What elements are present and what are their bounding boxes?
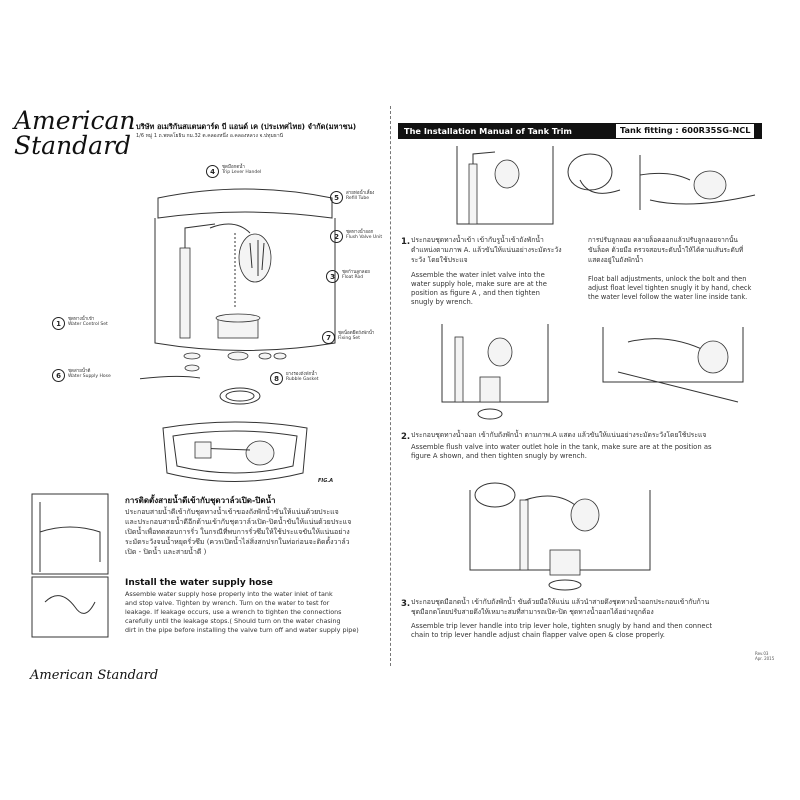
page-divider xyxy=(390,106,391,666)
part-number: 3 xyxy=(326,270,339,283)
step2-illustration xyxy=(441,324,549,420)
english-line: Assemble trip lever handle into trip lev… xyxy=(411,622,712,630)
part-callout-fixing-set: 7 ชุดน็อตยึดถังพักน้ำ Fixing Set xyxy=(322,331,374,344)
english-line: chain to trip lever handle adjust chain … xyxy=(411,631,665,639)
part-number: 7 xyxy=(322,331,335,344)
english-line: leakage. If leakage occurs, use a wrench… xyxy=(125,608,342,616)
part-name-english: Water Control Set xyxy=(68,322,108,327)
part-name-thai: ชุดสายน้ำดี xyxy=(68,369,91,374)
figure-a-top-view xyxy=(162,421,308,482)
part-name-thai: ชุดทางน้ำเข้า xyxy=(68,317,95,322)
thai-line: และประกอบสายน้ำดีอีกด้านเข้ากับชุดวาล์วเ… xyxy=(125,518,352,526)
hose-install-illustrations xyxy=(31,493,109,638)
tank-exploded-diagram xyxy=(140,188,336,405)
part-callout-refill-tube: 5 สายท่อน้ำเลี้ยง Refill Tube xyxy=(330,191,374,204)
footer-brand-logo: American Standard xyxy=(30,668,159,683)
brand-line1: American xyxy=(14,106,136,135)
english-line: water supply hole, make sure are at the xyxy=(411,280,547,288)
float-adjust-illustrations xyxy=(567,153,756,210)
brand-logo: American Standard xyxy=(14,108,136,158)
thai-line: ประกอบสายน้ำดีเข้ากับชุดทางน้ำเข้าของถัง… xyxy=(125,508,339,516)
english-line: snugly by wrench. xyxy=(411,298,473,306)
step1-illustration xyxy=(456,146,554,225)
part-callout-rubber-gasket: 8 ยางรองถังพักน้ำ Rubble Gasket xyxy=(270,372,319,385)
english-line: Assemble water supply hose properly into… xyxy=(125,590,333,598)
part-callout-trip-lever: 4 ชุดมือกดน้ำ Trip Lever Handel xyxy=(206,165,261,178)
step1-english: Assemble the water inlet valve into the … xyxy=(411,271,581,307)
part-name-english: Float Rod xyxy=(342,275,364,280)
part-name-english: Fixing Set xyxy=(338,336,360,341)
step2-english: Assemble flush valve into water outlet h… xyxy=(411,443,771,461)
thai-line: ประกอบชุดมือกดน้ำ เข้ากับถังพักน้ำ ขันด้… xyxy=(411,598,710,606)
step1-thai: ประกอบชุดทางน้ำเข้า เข้ากับรูน้ำเข้าถังพ… xyxy=(411,235,581,265)
part-name-thai: ยางรองถังพักน้ำ xyxy=(286,372,317,377)
part-name-english: Rubble Gasket xyxy=(286,377,319,382)
step3-english: Assemble trip lever handle into trip lev… xyxy=(411,622,771,640)
thai-line: ระมัดระวังจนน้ำหยุดรั่วซึม (ควรเปิดน้ำไล… xyxy=(125,538,350,546)
step2-detail-illustration xyxy=(602,327,744,403)
part-number: 4 xyxy=(206,165,219,178)
step3-number: 3. xyxy=(401,599,411,609)
part-name-thai: ชุดน็อตยึดถังพักน้ำ xyxy=(338,331,375,336)
part-name-english: Water Supply Hose xyxy=(68,374,111,379)
step2-number: 2. xyxy=(401,432,411,442)
part-number: 2 xyxy=(330,230,343,243)
float-adjust-thai: การปรับลูกลอย คลายล็อคออกแล้วปรับลูกลอยจ… xyxy=(588,235,768,265)
page-info: Rev.03 Apr. 2015 xyxy=(755,651,774,661)
hose-section-english-title: Install the water supply hose xyxy=(125,578,273,588)
part-name-english: Flush Valve Unit xyxy=(346,235,383,240)
english-line: adjust float level tighten snugly it by … xyxy=(588,284,752,292)
english-line: carefully until the leakage stops.( Shou… xyxy=(125,617,341,625)
part-number: 1 xyxy=(52,317,65,330)
thai-line: ประกอบชุดทางน้ำออก เข้ากับถังพักน้ำ ตามภ… xyxy=(411,431,707,439)
part-callout-flush-valve: 2 ชุดทางน้ำออก Flush Valve Unit xyxy=(330,230,382,243)
english-line: Assemble flush valve into water outlet h… xyxy=(411,443,712,451)
english-line: dirt in the pipe before installing the v… xyxy=(125,626,359,634)
english-line: the water level follow the water line in… xyxy=(588,293,748,301)
brand-line2: Standard xyxy=(14,131,132,160)
hose-section-english-body: Assemble water supply hose properly into… xyxy=(125,590,387,635)
english-line: position as figure A , and then tighten xyxy=(411,289,540,297)
part-name-thai: ชุดมือกดน้ำ xyxy=(222,165,245,170)
part-number: 6 xyxy=(52,369,65,382)
part-name-thai: ชุดก้านลูกลอย xyxy=(342,270,370,275)
english-line: figure A shown, and then tighten snugly … xyxy=(411,452,587,460)
figure-a-label: FIG.A xyxy=(318,478,334,484)
thai-line: การปรับลูกลอย คลายล็อคออกแล้วปรับลูกลอยจ… xyxy=(588,236,738,244)
company-name: บริษัท อเมริกันสแตนดาร์ด บี แอนด์ เค (ปร… xyxy=(136,122,357,131)
tank-fitting-model: Tank fitting : 600R35SG-NCL xyxy=(616,124,755,138)
part-name-thai: สายท่อน้ำเลี้ยง xyxy=(346,191,375,196)
float-adjust-english: Float ball adjustments, unlock the bolt … xyxy=(588,275,770,302)
step3-thai: ประกอบชุดมือกดน้ำ เข้ากับถังพักน้ำ ขันด้… xyxy=(411,597,771,617)
thai-line: เปิด - ปิดน้ำ และสายน้ำดี ) xyxy=(125,548,207,556)
thai-line: ระวัง โดยใช้ประแจ xyxy=(411,256,468,264)
thai-line: เปิดน้ำเพื่อทดสอบการรั่ว ในกรณีที่พบการร… xyxy=(125,528,350,536)
part-name-english: Refill Tube xyxy=(346,196,370,201)
english-line: and stop valve. Tighten by wrench. Turn … xyxy=(125,599,330,607)
thai-line: แสดงอยู่ในถังพักน้ำ xyxy=(588,256,644,264)
step2-thai: ประกอบชุดทางน้ำออก เข้ากับถังพักน้ำ ตามภ… xyxy=(411,430,771,440)
hose-section-thai-body: ประกอบสายน้ำดีเข้ากับชุดทางน้ำเข้าของถัง… xyxy=(125,507,387,557)
part-callout-supply-hose: 6 ชุดสายน้ำดี Water Supply Hose xyxy=(52,369,111,382)
company-address: 1/6 หมู่ 1 ถ.พหลโยธิน กม.32 ต.คลองหนึ่ง … xyxy=(136,133,284,139)
part-name-english: Trip Lever Handel xyxy=(222,170,262,175)
part-callout-water-control: 1 ชุดทางน้ำเข้า Water Control Set xyxy=(52,317,108,330)
part-callout-float-rod: 3 ชุดก้านลูกลอย Float Rod xyxy=(326,270,370,283)
revision: Rev.03 xyxy=(755,651,769,656)
thai-line: ชุดมือกดโดยปรับสายดึงให้เหมาะสมที่สามารถ… xyxy=(411,608,654,616)
revision-date: Apr. 2015 xyxy=(755,656,775,661)
english-line: Assemble the water inlet valve into the xyxy=(411,271,545,279)
step1-number: 1. xyxy=(401,237,411,247)
part-number: 5 xyxy=(330,191,343,204)
thai-line: ขันล็อค ด้วยมือ ตรวจสอบระดับน้ำให้ได้ตาม… xyxy=(588,246,744,254)
thai-line: ประกอบชุดทางน้ำเข้า เข้ากับรูน้ำเข้าถังพ… xyxy=(411,236,544,244)
manual-title: The Installation Manual of Tank Trim xyxy=(404,126,572,136)
part-number: 8 xyxy=(270,372,283,385)
manual-title-banner: The Installation Manual of Tank Trim Tan… xyxy=(398,123,762,139)
step3-illustration xyxy=(469,482,651,591)
part-name-thai: ชุดทางน้ำออก xyxy=(346,230,374,235)
hose-section-thai-title: การติดตั้งสายน้ำดีเข้ากับชุดวาล์วเปิด-ปิ… xyxy=(125,496,276,505)
thai-line: ตำแหน่งตามภาพ A. แล้วขันให้แน่นอย่างระมั… xyxy=(411,246,562,254)
english-line: Float ball adjustments, unlock the bolt … xyxy=(588,275,747,283)
